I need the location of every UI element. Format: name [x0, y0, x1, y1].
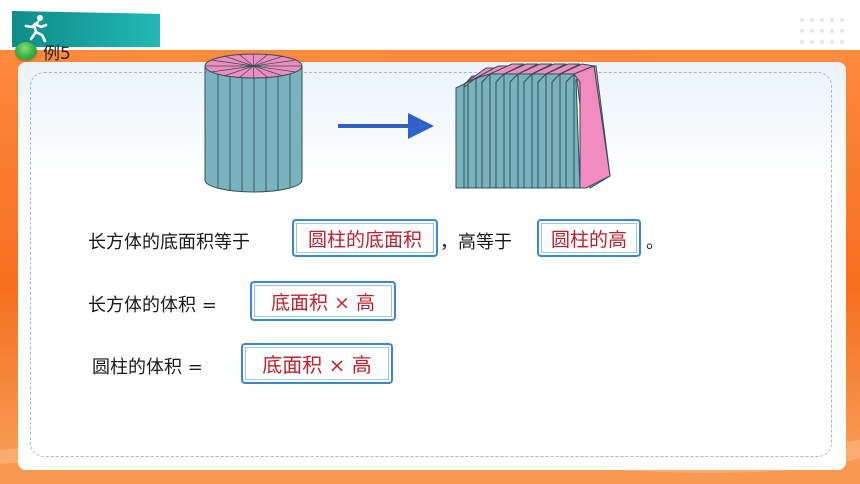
- cuboid-figure: [455, 63, 611, 189]
- green-bullet-icon: [15, 42, 37, 60]
- answer-box-base-area: 圆柱的底面积: [292, 219, 438, 257]
- answer-box-height: 圆柱的高: [537, 219, 641, 257]
- decorative-dots: [800, 18, 844, 44]
- cylinder-to-cuboid-illustration: [204, 53, 611, 193]
- line3-prefix: 圆柱的体积 =: [92, 357, 203, 378]
- line1-suffix: 。: [646, 232, 664, 253]
- right-arrow-icon: [338, 113, 434, 139]
- content-card: [18, 62, 846, 470]
- line2-prefix: 长方体的体积 =: [88, 295, 217, 316]
- answer-box-cuboid-volume: 底面积 × 高: [250, 281, 396, 321]
- cylinder-figure: [204, 53, 303, 193]
- example-label: 例5: [43, 43, 71, 64]
- example-tag: 例5: [15, 39, 71, 64]
- answer-box-cylinder-volume: 底面积 × 高: [241, 343, 393, 384]
- line1-middle: ，高等于: [440, 232, 512, 253]
- runner-icon: [24, 15, 48, 43]
- brand-banner: [12, 11, 160, 47]
- dashed-border: [30, 72, 832, 457]
- line1-prefix: 长方体的底面积等于: [88, 232, 250, 253]
